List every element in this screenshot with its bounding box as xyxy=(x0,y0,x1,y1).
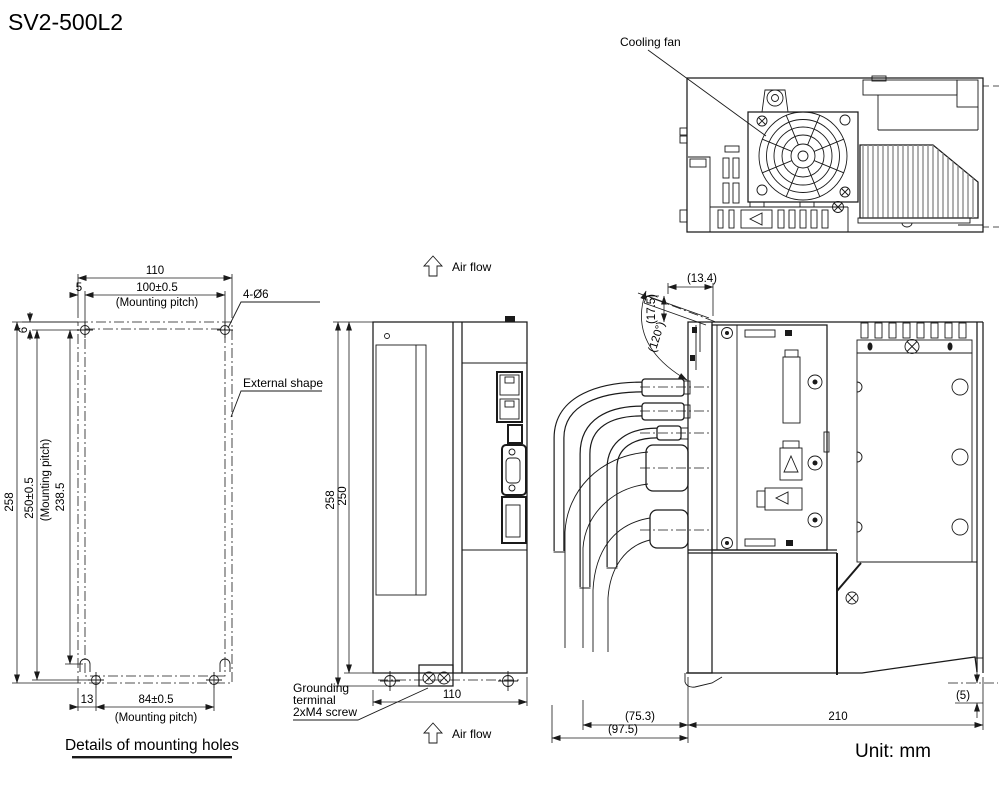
mounting-pitch-note-bottom: (Mounting pitch) xyxy=(115,712,198,724)
mounting-pitch-note-vertical: (Mounting pitch) xyxy=(40,439,52,522)
cable-connector-large xyxy=(645,444,689,492)
grounding-label-1: Grounding xyxy=(293,681,349,695)
dim-top-depth: (13.4) xyxy=(687,273,717,285)
side-screws xyxy=(807,374,823,528)
bottom-mounting-screws xyxy=(380,671,518,691)
dim-edge-offset-bottom: 13 xyxy=(81,694,94,706)
air-flow-up-arrow-icon-bottom xyxy=(422,722,444,744)
mounting-caption: Details of mounting holes xyxy=(65,737,239,754)
external-shape-leader-line xyxy=(230,390,322,418)
power-connector xyxy=(501,496,527,544)
dim-hole-top-offset: 6 xyxy=(18,327,30,333)
mounting-slot xyxy=(219,658,231,672)
dim-width-total: 110 xyxy=(146,265,164,277)
grounding-label-3: 2xM4 screw xyxy=(293,705,357,719)
air-flow-label-bottom: Air flow xyxy=(452,727,492,741)
cable-connector-large xyxy=(649,509,689,549)
top-view: Cooling fan xyxy=(620,35,1000,233)
dim-cable-inner: (75.3) xyxy=(625,711,655,723)
air-flow-label-top: Air flow xyxy=(452,260,492,274)
front-view: Air flow xyxy=(293,255,528,744)
back-plate xyxy=(687,321,713,674)
dim-pitch-bottom: 84±0.5 xyxy=(138,694,173,706)
side-view: (13.4) (17.5) (120°) xyxy=(551,273,998,743)
dim-open-angle: (120°) xyxy=(647,320,668,354)
mounting-hole xyxy=(77,322,233,688)
external-shape-label: External shape xyxy=(243,376,323,390)
dsub-connector xyxy=(501,444,527,496)
grounding-terminal xyxy=(418,664,454,687)
dim-top-height: (17.5) xyxy=(646,294,658,324)
dim-edge-offset-top: 5 xyxy=(76,282,82,294)
side-lower-body xyxy=(684,553,978,688)
triangle-up-icon xyxy=(783,454,799,473)
caption-underline xyxy=(72,756,232,759)
dim-height-total: 258 xyxy=(4,492,16,511)
cooling-fan-label: Cooling fan xyxy=(620,35,681,49)
dim-front-width: 110 xyxy=(443,689,461,701)
grounding-label-2: terminal xyxy=(293,693,336,707)
usb-port xyxy=(507,424,523,444)
top-view-outline xyxy=(686,77,984,233)
dim-pitch-horizontal: 100±0.5 xyxy=(136,282,178,294)
mounting-pitch-note: (Mounting pitch) xyxy=(116,297,199,309)
heatsink-top xyxy=(857,144,979,228)
dim-bottom-gap: (5) xyxy=(956,690,970,702)
air-flow-up-arrow-icon xyxy=(422,255,444,277)
fan-screws xyxy=(756,114,851,198)
unit-note: Unit: mm xyxy=(855,741,931,762)
cable-connector xyxy=(641,402,685,421)
dim-depth: 210 xyxy=(828,711,847,723)
front-door-panel xyxy=(375,344,427,596)
side-front-section xyxy=(688,324,837,554)
dim-height-inner: 238.5 xyxy=(55,483,67,512)
opening-angle-arc xyxy=(640,290,688,381)
page-title: SV2-500L2 xyxy=(8,9,123,35)
grounding-leader-line xyxy=(293,687,429,721)
ethernet-ports xyxy=(496,371,523,423)
external-shape-outline xyxy=(77,321,233,684)
dim-cable-outer: (97.5) xyxy=(608,724,638,736)
side-heatsink-section xyxy=(712,321,984,673)
dim-front-height-body: 250 xyxy=(337,486,349,505)
cable-connector xyxy=(641,378,685,397)
cooling-fan-leader-line xyxy=(647,49,767,137)
cooling-fan xyxy=(747,89,859,208)
dim-pitch-vertical: 250±0.5 xyxy=(24,477,36,519)
dim-holes-callout: 4-Ø6 xyxy=(243,289,269,301)
mounting-detail-view: 110 5 100±0.5 (Mounting pitch) 4-Ø6 6 25… xyxy=(4,265,323,759)
cables xyxy=(553,378,712,652)
triangle-left-icon xyxy=(774,491,789,505)
triangle-marker-icon xyxy=(748,212,763,226)
holes-leader-line xyxy=(227,301,320,329)
dim-front-height-total: 258 xyxy=(325,490,337,509)
screw-icon xyxy=(832,201,844,213)
